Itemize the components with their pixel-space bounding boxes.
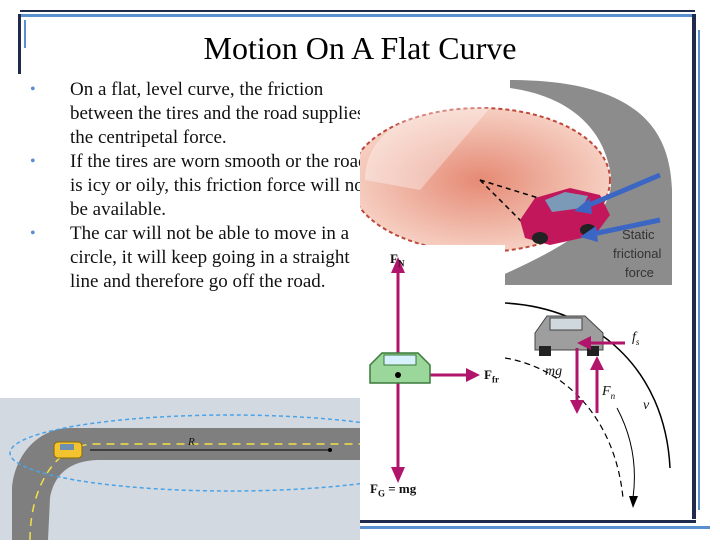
figure-road-curve: R bbox=[0, 398, 451, 541]
static-label: Static bbox=[622, 227, 655, 242]
frame-top-line bbox=[20, 10, 695, 12]
force-label: force bbox=[625, 265, 654, 280]
bullet-icon: • bbox=[30, 153, 36, 170]
velocity-label: v bbox=[643, 398, 650, 413]
frictional-label: frictional bbox=[613, 246, 662, 261]
road-illustration bbox=[0, 398, 451, 541]
fn-label: Fn bbox=[602, 384, 616, 401]
taxi-icon bbox=[53, 441, 83, 459]
free-body-diagram bbox=[369, 257, 480, 483]
curve-illustration bbox=[349, 80, 672, 285]
frame-bottom-accent bbox=[360, 526, 710, 529]
frame-left-accent bbox=[24, 20, 26, 48]
bullet-icon: • bbox=[30, 225, 36, 242]
gray-car-icon bbox=[534, 315, 604, 356]
frame-left-line bbox=[18, 14, 21, 74]
arc-forces-diagram bbox=[504, 302, 671, 508]
bullet-item: •On a flat, level curve, the friction be… bbox=[30, 79, 365, 148]
figure-car-on-arc: fs mg Fn v bbox=[504, 288, 685, 513]
green-car-icon bbox=[369, 352, 431, 384]
frame-right-accent bbox=[698, 30, 700, 510]
mg-label: mg bbox=[545, 364, 563, 379]
bullet-item: •If the tires are worn smooth or the roa… bbox=[30, 151, 370, 220]
bullet-icon: • bbox=[30, 81, 36, 98]
gravity-force-label: FG = mg bbox=[370, 481, 417, 499]
figure-car-on-curve: Static frictional force bbox=[349, 80, 672, 285]
radius-label: R bbox=[188, 436, 195, 448]
frame-top-accent bbox=[20, 14, 695, 17]
fs-label: fs bbox=[632, 330, 640, 347]
frame-bottom-line bbox=[360, 520, 696, 523]
friction-force-label: Ffr bbox=[484, 367, 499, 385]
normal-force-label: FN bbox=[390, 251, 405, 269]
bullet-list: •On a flat, level curve, the friction be… bbox=[30, 78, 370, 294]
frame-right-line bbox=[692, 14, 696, 519]
bullet-item: •The car will not be able to move in a c… bbox=[30, 223, 350, 292]
figure-free-body: FN Ffr FG = mg bbox=[360, 245, 505, 510]
slide-title: Motion On A Flat Curve bbox=[203, 30, 517, 66]
